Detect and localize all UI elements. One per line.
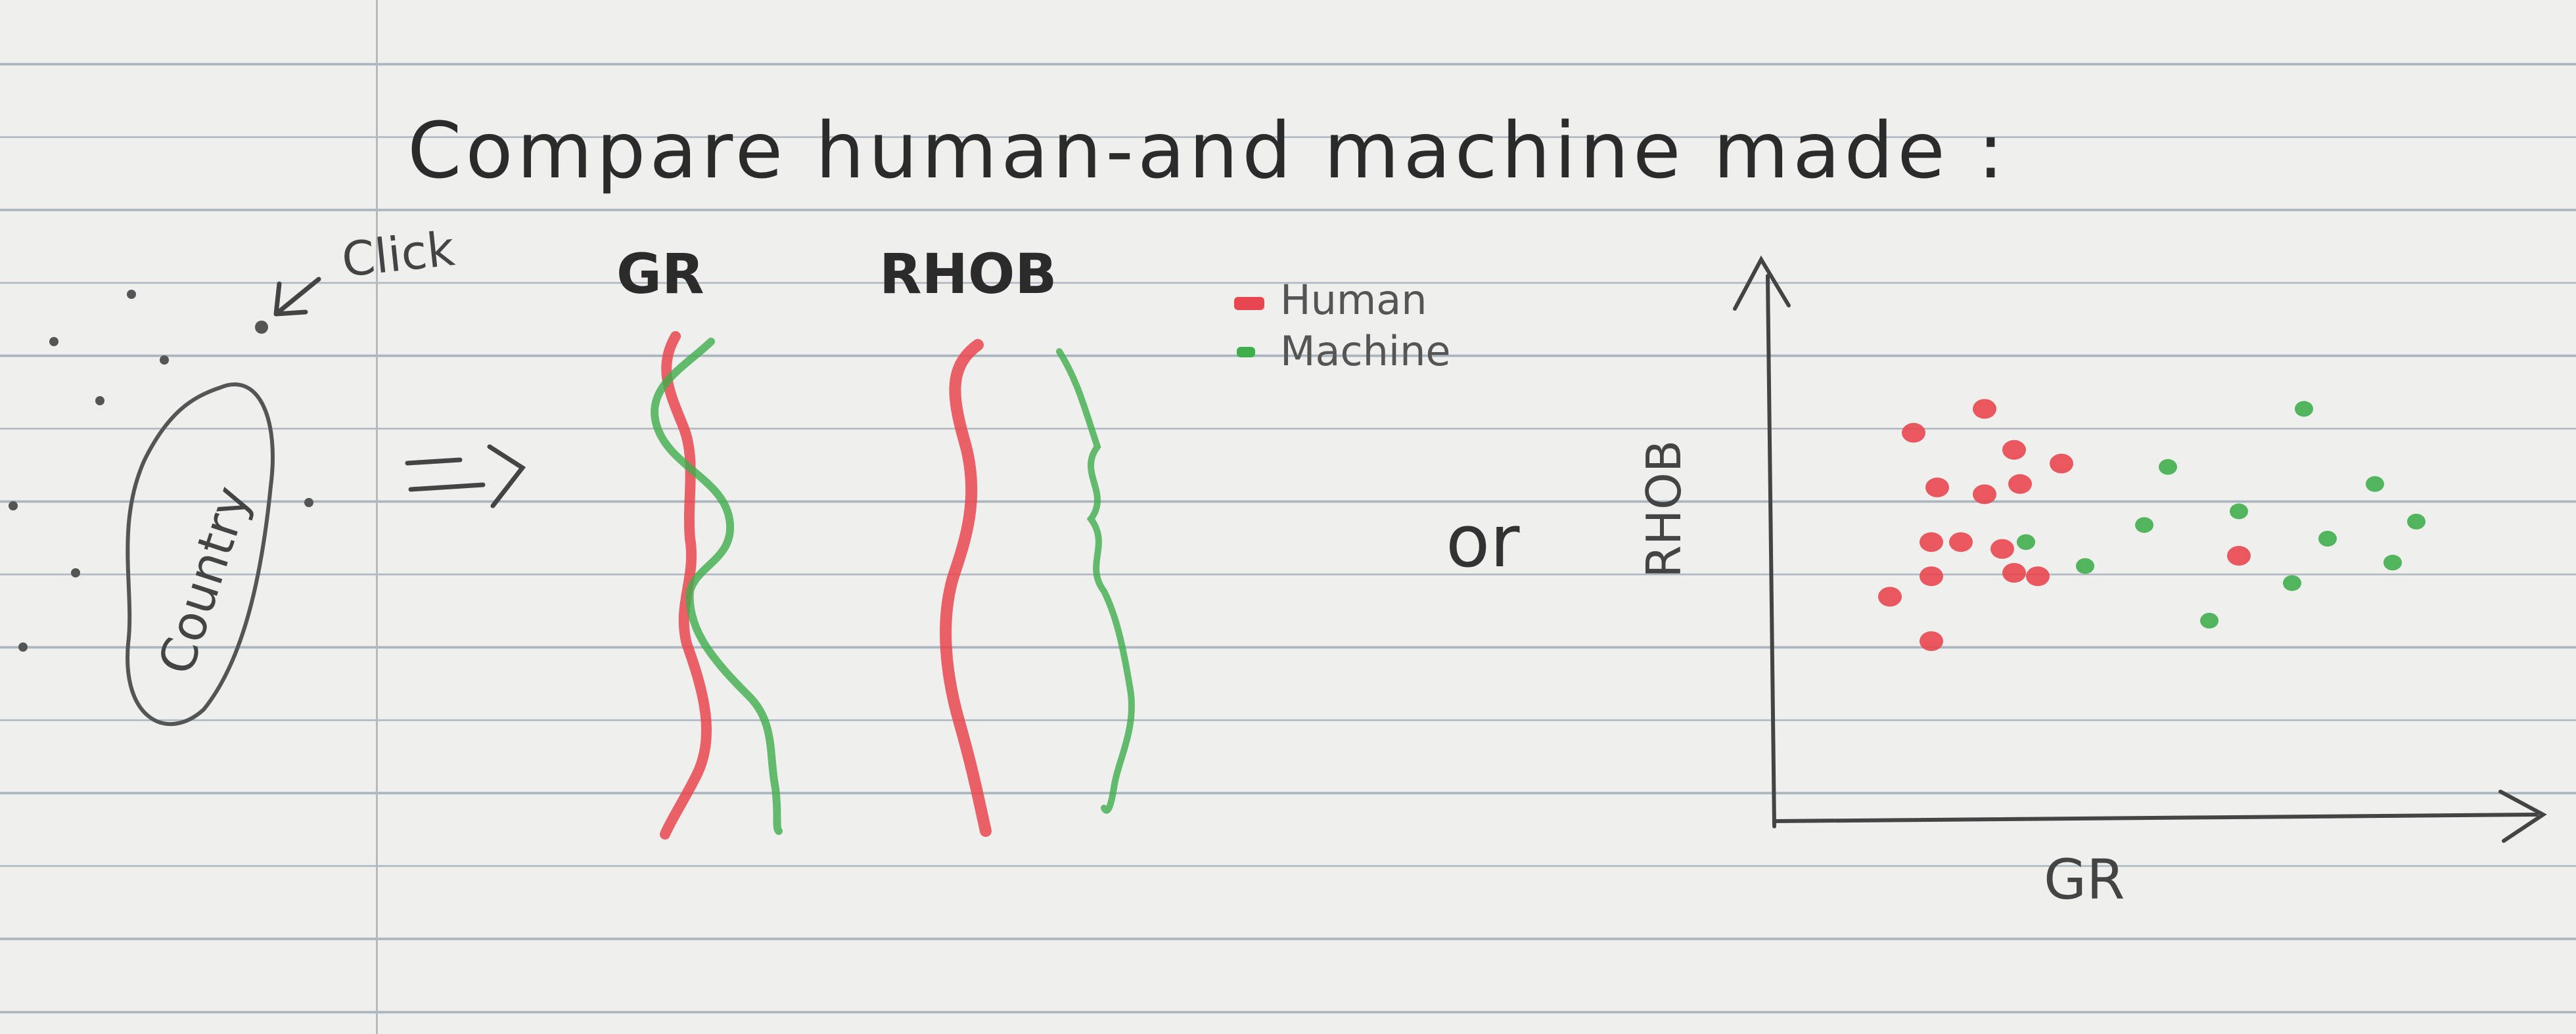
scatter-point-human-13 xyxy=(2227,546,2251,566)
click-arrow-icon xyxy=(273,277,321,317)
scatter-point-human-8 xyxy=(1949,532,1973,552)
scatter-point-human-6 xyxy=(2050,453,2073,474)
country-outline xyxy=(126,382,275,727)
scatter-point-machine-5 xyxy=(2017,534,2035,551)
scatter-point-machine-3 xyxy=(2135,517,2153,533)
scatter-point-human-2 xyxy=(2002,439,2026,460)
margin-line xyxy=(376,0,378,1034)
scatter-point-human-5 xyxy=(2008,474,2032,494)
legend-human-label: Human xyxy=(1280,276,1427,324)
scatter-point-machine-8 xyxy=(2076,558,2094,574)
scatter-point-human-12 xyxy=(2026,566,2050,587)
scatter-point-human-9 xyxy=(1990,539,2014,559)
scatter-point-human-14 xyxy=(1878,587,1902,607)
page-title: Compare human-and machine made : xyxy=(407,105,2008,196)
scatter-axes xyxy=(1733,255,2547,843)
scatter-point-human-11 xyxy=(1920,566,1943,587)
scatter-point-machine-1 xyxy=(2159,459,2177,475)
gr-machine-curve xyxy=(651,338,783,835)
or-label: or xyxy=(1446,499,1520,583)
rhob-human-curve xyxy=(940,339,992,837)
scatter-x-axis-label: GR xyxy=(2044,847,2125,912)
rhob-machine-curve xyxy=(1056,348,1136,814)
scatter-point-human-15 xyxy=(1920,631,1943,651)
legend-machine-swatch xyxy=(1237,347,1255,357)
scatter-point-machine-2 xyxy=(2366,476,2384,492)
gr-human-curve xyxy=(660,331,712,840)
scatter-point-human-1 xyxy=(1973,399,1996,419)
scatter-point-machine-0 xyxy=(2295,401,2313,417)
rhob-log-label: RHOB xyxy=(879,242,1057,306)
scatter-point-human-4 xyxy=(1973,484,1996,505)
map-dots xyxy=(9,290,313,652)
implies-arrow-icon xyxy=(405,444,526,508)
scatter-point-human-0 xyxy=(1902,422,1925,443)
legend-machine-label: Machine xyxy=(1280,327,1451,375)
scatter-point-machine-7 xyxy=(2407,514,2426,529)
gr-log-label: GR xyxy=(616,242,704,306)
scatter-points xyxy=(1878,399,2426,651)
scatter-point-machine-10 xyxy=(2383,554,2402,571)
scatter-point-machine-6 xyxy=(2318,531,2337,547)
scatter-point-machine-9 xyxy=(2283,575,2301,591)
scatter-point-human-10 xyxy=(2002,563,2026,583)
scatter-point-machine-11 xyxy=(2200,612,2219,629)
scatter-point-human-7 xyxy=(1920,532,1943,552)
scatter-point-machine-4 xyxy=(2230,503,2248,520)
legend-human-swatch xyxy=(1234,297,1264,310)
scatter-point-human-3 xyxy=(1925,478,1949,497)
